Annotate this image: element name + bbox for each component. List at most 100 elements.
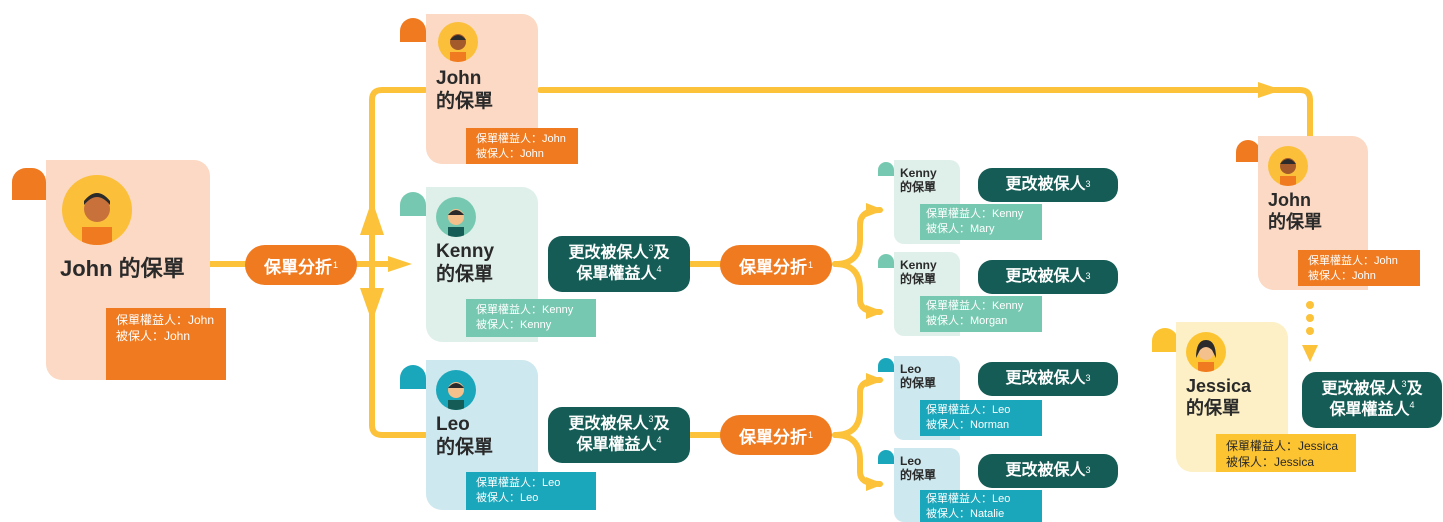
jessica-info: 保單權益人：Jessica 被保人：Jessica [1216,434,1356,472]
leo-info: 保單權益人：Leo 被保人：Leo [466,472,596,510]
name-line2: 的保單 [1186,397,1240,418]
avatar-john-icon [62,175,132,245]
sub-info: 保單權益人：Leo 被保人：Norman [920,400,1042,436]
insured-text: 被保人：John [116,329,191,344]
avatar-john-icon [1268,146,1308,186]
sub-title: Kenny 的保單 [900,258,937,287]
chip-sup: 3 [1085,271,1091,282]
chip-line2: 保單權益人 [1329,401,1410,419]
sub-title: Leo 的保單 [900,454,936,483]
beneficiary-text: 保單權益人：Leo [476,477,561,489]
split-sup: 1 [807,430,813,440]
name-line2: 的保單 [436,90,494,112]
insured-text: 被保人：Natalie [926,507,1005,520]
root-policy-info: 保單權益人：John 被保人：John [106,308,226,380]
insured-text: 被保人：John [476,147,544,160]
jessica-tab [1152,328,1178,352]
name-line2: 的保單 [436,436,494,458]
name-line1: Leo [436,414,470,435]
chip-sup: 3 [1085,373,1091,384]
chip-line1: 更改被保人 [1321,380,1402,398]
chip-line1: 更改被保人 [568,415,649,433]
leo-policy-card: Leo 的保單 保單權益人：Leo 被保人：Leo [426,360,596,510]
avatar-leo-icon [436,370,476,410]
beneficiary-text: 保單權益人：Leo [926,404,1011,416]
kenny-policy-card: Kenny 的保單 保單權益人：Kenny 被保人：Kenny [426,187,596,342]
sub-tab [878,358,894,372]
name-line1: Kenny [436,241,495,262]
split-sup: 1 [807,260,813,270]
beneficiary-text: 保單權益人：John [116,313,215,327]
beneficiary-text: 保單權益人：Kenny [926,208,1024,220]
name-line2: 的保單 [900,180,937,195]
right-john-policy-card: John 的保單 保單權益人：John 被保人：John [1258,136,1420,290]
sub-info: 保單權益人：Kenny 被保人：Morgan [920,296,1042,332]
chip-and: 及 [653,415,670,433]
right-john-info: 保單權益人：John 被保人：John [1298,250,1420,286]
kenny-info: 保單權益人：Kenny 被保人：Kenny [466,299,596,337]
name-line1: John [436,68,482,89]
kenny-tab [400,192,426,216]
leo-change-chip: 更改被保人3及 保單權益人4 [548,407,690,463]
beneficiary-text: 保單權益人：Kenny [476,304,574,316]
kenny-change-chip: 更改被保人3及 保單權益人4 [548,236,690,292]
kenny-title: Kenny 的保單 [436,241,494,287]
root-policy-title: John 的保單 [60,256,185,281]
john-top-policy-card: John 的保單 保單權益人：John 被保人：John [426,14,578,164]
sub-tab [878,162,894,176]
insured-text: 被保人：Mary [926,222,995,235]
beneficiary-text: 保單權益人：John [1308,255,1398,267]
split-sup: 1 [332,260,338,270]
sub-title: Kenny 的保單 [900,166,937,195]
chip-line2: 保單權益人 [576,436,657,454]
name-line2: 的保單 [1268,211,1322,232]
chip-sup1: 3 [648,413,654,424]
name-line2: 的保單 [900,272,937,287]
chip-sup: 3 [1085,179,1091,190]
sub-policy-leo-norman: Leo 的保單 保單權益人：Leo 被保人：Norman [894,356,1042,440]
beneficiary-text: 保單權益人：Jessica [1226,439,1339,453]
chip-sup: 3 [1085,465,1091,476]
chip-sup1: 3 [1401,378,1407,389]
split-label: 保單分折 [738,257,807,277]
jessica-policy-card: Jessica 的保單 保單權益人：Jessica 被保人：Jessica [1176,322,1356,472]
split-label: 保單分折 [738,427,807,447]
name-line2: 的保單 [900,468,937,483]
beneficiary-text: 保單權益人：John [476,133,566,145]
name-line1: Kenny [900,258,937,272]
leo-tab [400,365,426,389]
insured-text: 被保人：Kenny [476,318,552,331]
insured-text: 被保人：John [1308,269,1376,282]
john-top-info: 保單權益人：John 被保人：John [466,128,578,164]
avatar-jessica-icon [1186,332,1226,372]
leo-title: Leo 的保單 [436,414,493,460]
name-line1: Kenny [900,166,937,180]
root-tab [12,168,46,200]
name-line2: 的保單 [436,263,494,285]
chip-sup2: 4 [1409,400,1415,410]
chip-line1: 更改被保人 [568,244,649,262]
john-top-tab [400,18,426,42]
insured-text: 被保人：Jessica [1226,455,1315,470]
name-line1: Jessica [1186,376,1252,396]
chip-text: 更改被保人 [1005,461,1086,479]
avatar-kenny-icon [436,197,476,237]
chip-sup2: 4 [656,435,662,445]
name-line1: Leo [900,362,922,376]
name-line2: 的保單 [900,376,937,391]
chip-line2: 保單權益人 [576,265,657,283]
chip-sup1: 3 [648,242,654,253]
chip-and: 及 [653,244,670,262]
insured-text: 被保人：Norman [926,418,1010,431]
sub-info: 保單權益人：Leo 被保人：Natalie [920,490,1042,522]
chip-text: 更改被保人 [1005,267,1086,285]
sub-policy-kenny-mary: Kenny 的保單 保單權益人：Kenny 被保人：Mary [894,160,1042,244]
name-line1: John [1268,190,1311,210]
root-policy-card: John 的保單 保單權益人：John 被保人：John [46,160,226,380]
